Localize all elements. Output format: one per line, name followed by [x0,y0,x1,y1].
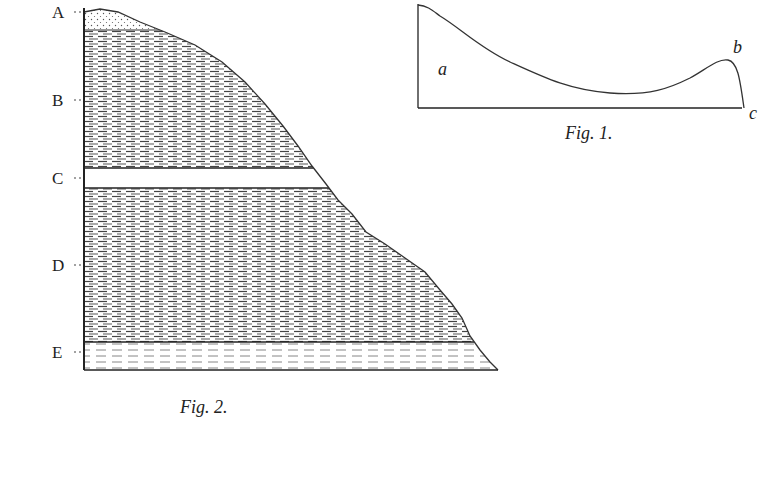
layer-letter: D [52,257,64,274]
point-letter: c [749,104,757,122]
layer-letter: E [52,344,62,361]
leader-lines [74,12,84,352]
point-letter: b [733,38,742,56]
layer-letter: A [52,4,64,21]
layer-letter: B [52,92,63,109]
point-letter: a [438,60,447,78]
layer-letter: C [52,170,63,187]
figure-caption: Fig. 1. [565,124,613,142]
strata [84,0,504,370]
profile-figure [418,4,744,108]
figure-caption: Fig. 2. [180,398,228,416]
